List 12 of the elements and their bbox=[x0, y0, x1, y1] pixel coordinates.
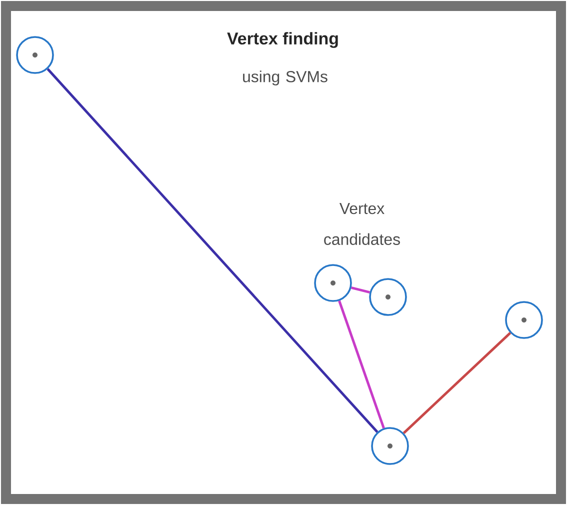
vertex-circle bbox=[16, 36, 54, 74]
label: Vertex candidates bbox=[324, 203, 400, 245]
vertex-circle bbox=[314, 264, 352, 302]
title: Vertex finding bbox=[227, 32, 338, 48]
vertex-circle bbox=[371, 427, 409, 465]
label: using SVMs bbox=[243, 70, 328, 86]
track-line bbox=[351, 286, 370, 294]
track-line bbox=[46, 68, 378, 433]
track-line bbox=[402, 332, 512, 434]
vertex-circle bbox=[505, 301, 543, 339]
track-line bbox=[338, 300, 385, 429]
vertex-circle bbox=[369, 278, 407, 316]
